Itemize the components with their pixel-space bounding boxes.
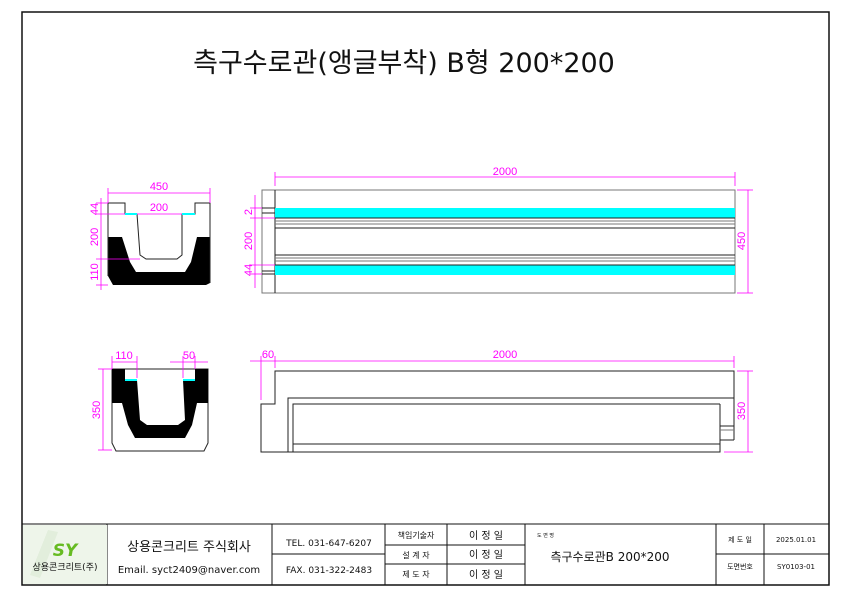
role-label: 책임기술자 [398,530,435,540]
dim-length: 2000 [493,349,517,361]
dim-right: 50 [183,350,195,362]
angle-band-bottom [275,265,735,275]
dim-h3: 110 [89,263,101,281]
dim-left: 110 [115,350,133,362]
dim-length: 2000 [493,166,517,178]
company-fax: FAX. 031-322-2483 [286,566,372,576]
date-label: 제 도 일 [728,535,752,544]
sheet-border [21,11,830,586]
logo-text: 상용콘크리트(주) [33,562,98,573]
plan-view: 2000 2 200 44 450 [243,166,753,294]
number-value: SY0103-01 [777,563,815,571]
dim-offset: 60 [262,349,274,361]
dim-inner: 200 [150,202,168,214]
dim-d2: 200 [243,232,255,250]
logo-mark: SY [53,541,79,561]
concrete-fill [108,237,210,285]
role-name: 이 정 일 [469,530,503,542]
role-name: 이 정 일 [469,549,503,561]
cross-section-a: 450 200 44 200 110 [89,181,211,290]
company-logo: SY 상용콘크리트(주) [23,525,107,584]
drawing-name-label: 도 면 명 [537,532,554,539]
concrete-fill [112,369,208,438]
role-label: 설 계 자 [402,550,430,560]
dim-width: 450 [736,232,748,250]
company-email: Email. syct2409@naver.com [118,565,260,576]
number-label: 도면번호 [727,562,753,571]
date-value: 2025.01.01 [776,536,816,544]
company-tel: TEL. 031-647-6207 [285,539,372,549]
company-name: 상용콘크리트 주식회사 [127,540,251,555]
elevation-view: 60 2000 350 [250,349,753,453]
dim-height: 350 [91,401,103,419]
role-name: 이 정 일 [469,569,503,581]
role-label: 제 도 자 [402,570,430,579]
dim-d3: 44 [243,264,255,276]
dim-height: 350 [736,402,748,420]
dim-width: 450 [150,181,168,193]
cross-section-b: 110 50 350 [91,350,209,452]
drawing-title: 측구수로관(앵글부착) B형 200*200 [193,48,615,79]
drawing-name: 측구수로관B 200*200 [550,550,669,564]
dim-h2: 200 [89,228,101,246]
dim-d1: 2 [243,209,255,215]
angle-band-top [275,208,735,218]
dim-h1: 44 [89,203,101,215]
